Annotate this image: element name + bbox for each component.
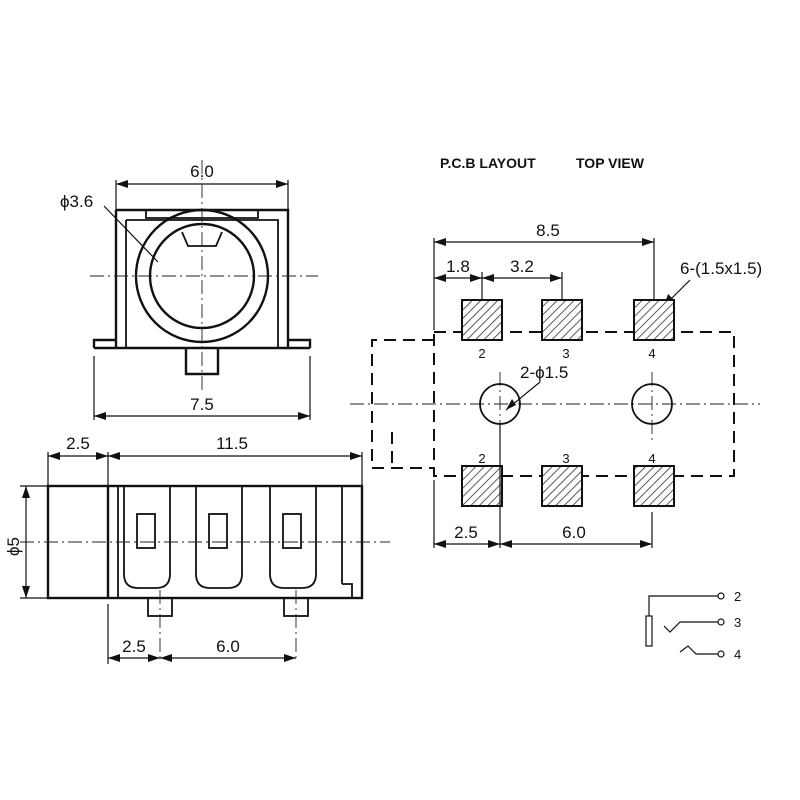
pcb-layout: P.C.B LAYOUT TOP VIEW 8.5 1.8 3.2 6-(1.5… [350,155,762,548]
pcb-top-pad-label: 4 [648,346,655,361]
pcb-top-pad-label: 2 [478,346,485,361]
pcb-total-dim: 8.5 [536,221,560,240]
pcb-pad-spec: 6-(1.5x1.5) [680,259,762,278]
side-left-dim: 2.5 [66,434,90,453]
pcb-pad-top-2 [461,299,503,341]
jack-schematic: 2 3 4 [645,589,741,662]
pcb-bottom-pad-label: 3 [562,451,569,466]
schematic-pin-label: 4 [734,647,741,662]
side-length-dim: 11.5 [216,434,248,453]
pcb-pad-bottom-3 [541,465,583,507]
pcb-pad-bottom-2 [461,465,503,507]
schematic-pin-label: 2 [734,589,741,604]
side-diameter-dim: ϕ5 [4,537,23,556]
pcb-pad-top-3 [541,299,583,341]
pcb-bottom-span-dim: 6.0 [562,523,586,542]
pcb-bottom-pad-label: 2 [478,451,485,466]
side-view: 2.5 11.5 ϕ5 2.5 6. [4,434,390,664]
pcb-pad-top-4 [633,299,675,341]
pcb-bottom-pad-label: 4 [648,451,655,466]
side-pin-offset-dim: 2.5 [122,637,146,656]
front-base-dim: 7.5 [190,395,214,414]
pcb-bottom-offset-dim: 2.5 [454,523,478,542]
pcb-top-pad-label: 3 [562,346,569,361]
pcb-pitch-dim: 3.2 [510,257,534,276]
pcb-first-dim: 1.8 [446,257,470,276]
front-hole-dim: ϕ3.6 [60,192,93,211]
side-pin-span-dim: 6.0 [216,637,240,656]
pcb-header-right: TOP VIEW [576,155,645,171]
front-view: 6.0 ϕ3.6 7.5 [60,160,318,420]
pcb-hole-spec: 2-ϕ1.5 [520,363,568,382]
pcb-header-left: P.C.B LAYOUT [440,155,536,171]
pcb-pad-bottom-4 [633,465,675,507]
schematic-pin-label: 3 [734,615,741,630]
